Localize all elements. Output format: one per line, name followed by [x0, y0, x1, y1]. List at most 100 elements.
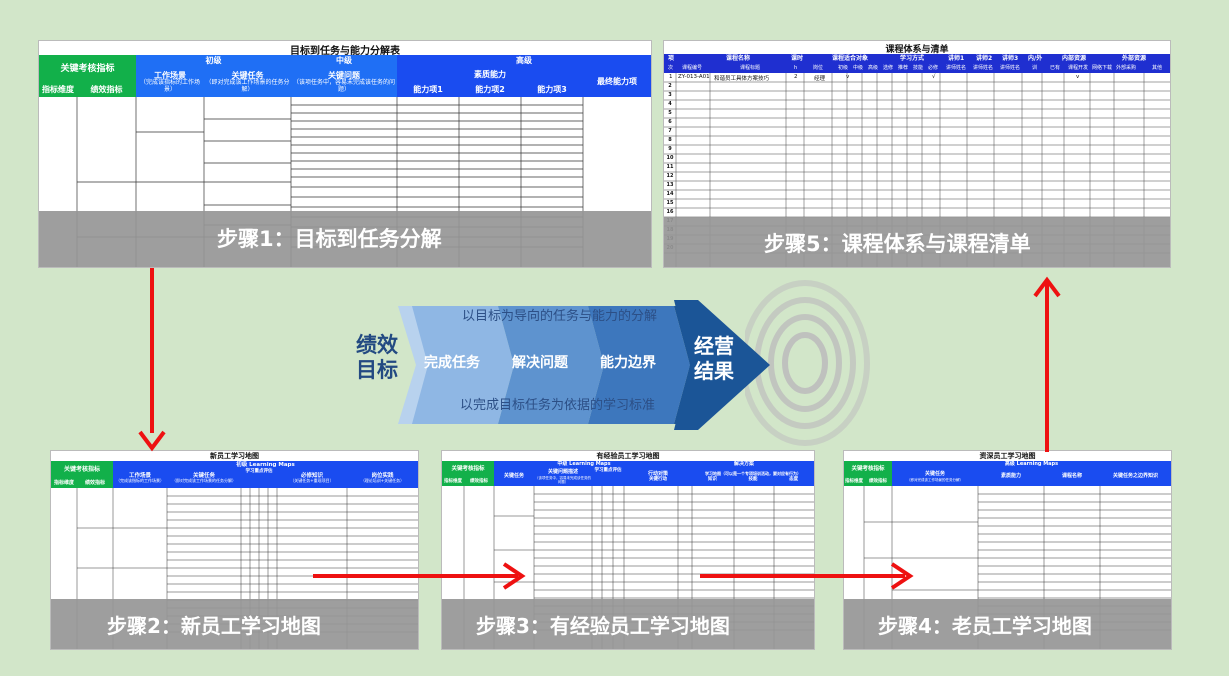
header-scene-label: 工作场景 — [128, 473, 151, 480]
header-kpi: 关键考核指标 — [844, 461, 892, 477]
panel-title: 目标到任务与能力分解表 — [290, 46, 400, 57]
header-task: 关键任务 （即对完成该工作场景的任务分解） — [204, 67, 291, 97]
header-task: 关键任务 （即对完成该工作场景的任务分解） — [167, 469, 241, 488]
header-kpi: 关键考核指标 — [39, 55, 136, 83]
step-band: 步骤1：目标到任务分解 — [39, 211, 651, 267]
header-task-note: （即对完成该工作场景的任务分解） — [205, 78, 290, 93]
sub-train: 训 — [1032, 64, 1038, 71]
arrow-step1-to-step2-head — [138, 430, 166, 452]
row-number: 9 — [668, 146, 672, 152]
col-item: 项 — [668, 54, 675, 62]
sub-purchase: 外部采购 — [1116, 64, 1137, 71]
sub-lecturer-1: 讲师姓名 — [946, 64, 967, 71]
header-task-label: 关键任务 — [231, 70, 264, 80]
header-ability-1: 能力项1 — [397, 83, 459, 97]
col-inner-outer: 内/外 — [1028, 54, 1043, 62]
header-task: 关键任务 （即对完成该工作场景的任务分解） — [892, 468, 978, 486]
header-scene: 工作场景 （完成该指标的工作场景） — [113, 469, 167, 488]
header-dim: 指标维度 — [844, 477, 864, 486]
col-lecturer-1: 讲师1 — [948, 54, 965, 62]
row-check-required: √ — [932, 74, 936, 80]
step-label: 步骤4：老员工学习地图 — [878, 614, 1092, 638]
sub-junior: 初级 — [838, 64, 849, 71]
course-list-table: 课程体系与清单 项 课程名称 课时 课程适合对象 学习方式 讲师1 讲师2 讲师… — [663, 40, 1171, 268]
step-band: 步骤4：老员工学习地图 — [844, 599, 1171, 649]
step-label: 步骤3：有经验员工学习地图 — [476, 614, 730, 638]
segment-complete-task: 完成任务 — [424, 355, 480, 371]
table-row-1: 1 ZY-013-A01 和谐员工具体方案技巧 2 经理 v √ v — [664, 74, 1170, 83]
arrow-step1-to-step2-line — [150, 268, 154, 433]
header-practice-note: （理论培训+关键任务） — [360, 478, 405, 484]
header-scene-label: 工作场景 — [154, 70, 186, 80]
row-number: 16 — [666, 209, 674, 215]
header-kpi: 关键考核指标 — [442, 461, 494, 477]
row-hours: 2 — [794, 74, 798, 80]
goal-line-2: 目标 — [356, 358, 398, 383]
header-ability-3: 能力项3 — [521, 83, 583, 97]
top-caption: 以目标为导向的任务与能力的分解 — [462, 309, 658, 324]
header-practice: 岗位实践 （理论培训+关键任务） — [347, 469, 418, 488]
row-number: 8 — [668, 137, 672, 143]
sub-existing: 已有 — [1050, 64, 1061, 71]
arrow-step3-to-step4-head — [890, 562, 914, 590]
row-number: 15 — [666, 200, 674, 206]
col-hours: 课时 — [791, 54, 804, 62]
segment-solve-problem: 解决问题 — [512, 355, 568, 371]
row-number: 7 — [668, 128, 672, 134]
arrow-step4-to-step5-head — [1033, 276, 1061, 298]
header-junior: 初级 Learning Maps — [113, 461, 418, 469]
row-number: 12 — [666, 173, 674, 179]
sub-h: h — [794, 64, 798, 71]
header-mid: 中级 Learning Maps — [494, 461, 674, 468]
step-band: 步骤3：有经验员工学习地图 — [442, 599, 814, 649]
header-mid: 中级 — [291, 55, 397, 67]
goal-label: 绩效 目标 — [356, 333, 398, 383]
row-title: 和谐员工具体方案技巧 — [714, 76, 770, 82]
arrow-step2-to-step3-head — [502, 562, 526, 590]
header-perf: 绩效指标 — [464, 477, 494, 486]
header-practice-label: 岗位实践 — [371, 473, 394, 480]
header-problem: 关键问题描述 （该项任务中，容易未完成该任务的问题） — [534, 468, 592, 486]
col-lecturer-2: 讲师2 — [976, 54, 993, 62]
header-problem-label: 关键问题描述 — [547, 469, 578, 476]
header-scene-note: （完成该指标的工作场景） — [116, 478, 164, 484]
header-kpi: 关键考核指标 — [51, 461, 113, 479]
sub-title: 课程标题 — [740, 64, 761, 71]
row-number: 3 — [668, 92, 672, 98]
senior-employee-map: 资深员工学习地图 关键考核指标 指标维度 绩效指标 高级 Learning Ma… — [843, 450, 1172, 650]
panel-title: 有经验员工学习地图 — [596, 452, 660, 460]
header-dim: 指标维度 — [51, 479, 77, 488]
header-perf: 绩效指标 — [77, 479, 113, 488]
arrow-step4-to-step5-line — [1045, 282, 1049, 452]
col-internal-res: 内部资源 — [1062, 54, 1087, 62]
arrow-step2-to-step3-line — [313, 574, 518, 578]
step-band: 步骤5：课程体系与课程清单 — [664, 217, 1170, 267]
sub-recommend: 推荐 — [898, 64, 909, 71]
header-boundary: 关键任务之边界知识 — [1100, 468, 1171, 486]
header-row-top: 项 课程名称 课时 课程适合对象 学习方式 讲师1 讲师2 讲师3 内/外 内部… — [664, 54, 1170, 64]
header-task-label: 关键任务 — [192, 473, 215, 480]
sub-mid: 中级 — [853, 64, 864, 71]
header-row-sub: 次 课程编号 课程标题 h 岗位 初级 中级 高级 选修 推荐 技能 必修 讲师… — [664, 64, 1170, 73]
sub-elective: 选修 — [883, 64, 894, 71]
header-eval: 学习重点评估 — [592, 468, 624, 486]
header-problem-note: （该项任务中，容易未完成该任务的问题） — [292, 78, 395, 93]
row-number: 10 — [666, 155, 674, 161]
header-scene: 工作场景 （完成该指标的工作场景） — [136, 67, 204, 97]
sub-code: 课程编号 — [682, 64, 703, 71]
header-quality: 素质能力 — [978, 468, 1044, 486]
header-task-note: （即对完成该工作场景的任务分解） — [172, 478, 236, 484]
header-problem-note: （该项任务中，容易未完成该任务的问题） — [535, 475, 591, 484]
header-solution: 解决方案 — [674, 461, 814, 468]
header-knowledge-label: 必修知识 — [300, 473, 323, 480]
sub-no: 次 — [668, 64, 674, 71]
sub-post: 岗位 — [813, 64, 824, 71]
header-knowledge-note: （关键任务+重现项目） — [290, 478, 334, 484]
header-task-note: （即对完成该工作场景的任务分解） — [907, 477, 963, 482]
row-number: 4 — [668, 101, 672, 107]
row-number: 11 — [666, 164, 674, 170]
bottom-caption: 以完成目标任务为依据的学习标准 — [460, 398, 656, 413]
header-perf: 绩效指标 — [77, 83, 136, 97]
header-quality: 素质能力 — [397, 67, 583, 83]
new-employee-map: 新员工学习地图 关键考核指标 指标维度 绩效指标 初级 Learning Map… — [50, 450, 419, 650]
